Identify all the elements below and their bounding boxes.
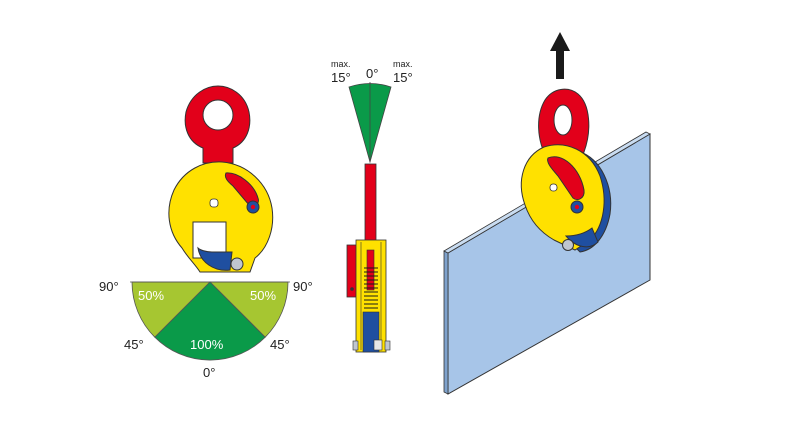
- capacity-center-label: 100%: [190, 337, 224, 352]
- angle-45-right-label: 45°: [270, 337, 290, 352]
- lift-arrow-icon: [550, 32, 570, 79]
- zone-center-100: [154, 281, 266, 361]
- jaw-segment: [197, 246, 233, 271]
- spring: [364, 267, 378, 309]
- tilt-max-right-label: max.: [393, 59, 413, 69]
- load-angle-chart: 50% 50% 100% 90° 90° 45° 45° 0°: [99, 279, 313, 380]
- locking-lever-angled: [547, 156, 585, 201]
- clamp-body-angled: [520, 144, 605, 251]
- angle-90-left-label: 90°: [99, 279, 119, 294]
- capacity-left-label: 50%: [138, 288, 164, 303]
- angle-45-left-label: 45°: [124, 337, 144, 352]
- angle-90-right-label: 90°: [293, 279, 313, 294]
- zone-right-50: [209, 281, 289, 338]
- clamp-side-view: [346, 163, 391, 353]
- tilt-diagram: max. max. 15° 0° 15°: [331, 59, 413, 164]
- clamp-on-plate-view: [443, 32, 651, 395]
- zone-left-50: [131, 281, 211, 338]
- capacity-right-label: 50%: [250, 288, 276, 303]
- tilt-angle-right-label: 15°: [393, 70, 413, 85]
- angle-0-label: 0°: [203, 365, 215, 380]
- clamp-front-view: [168, 85, 274, 273]
- tilt-angle-center-label: 0°: [366, 66, 378, 81]
- tilt-max-left-label: max.: [331, 59, 351, 69]
- tilt-angle-left-label: 15°: [331, 70, 351, 85]
